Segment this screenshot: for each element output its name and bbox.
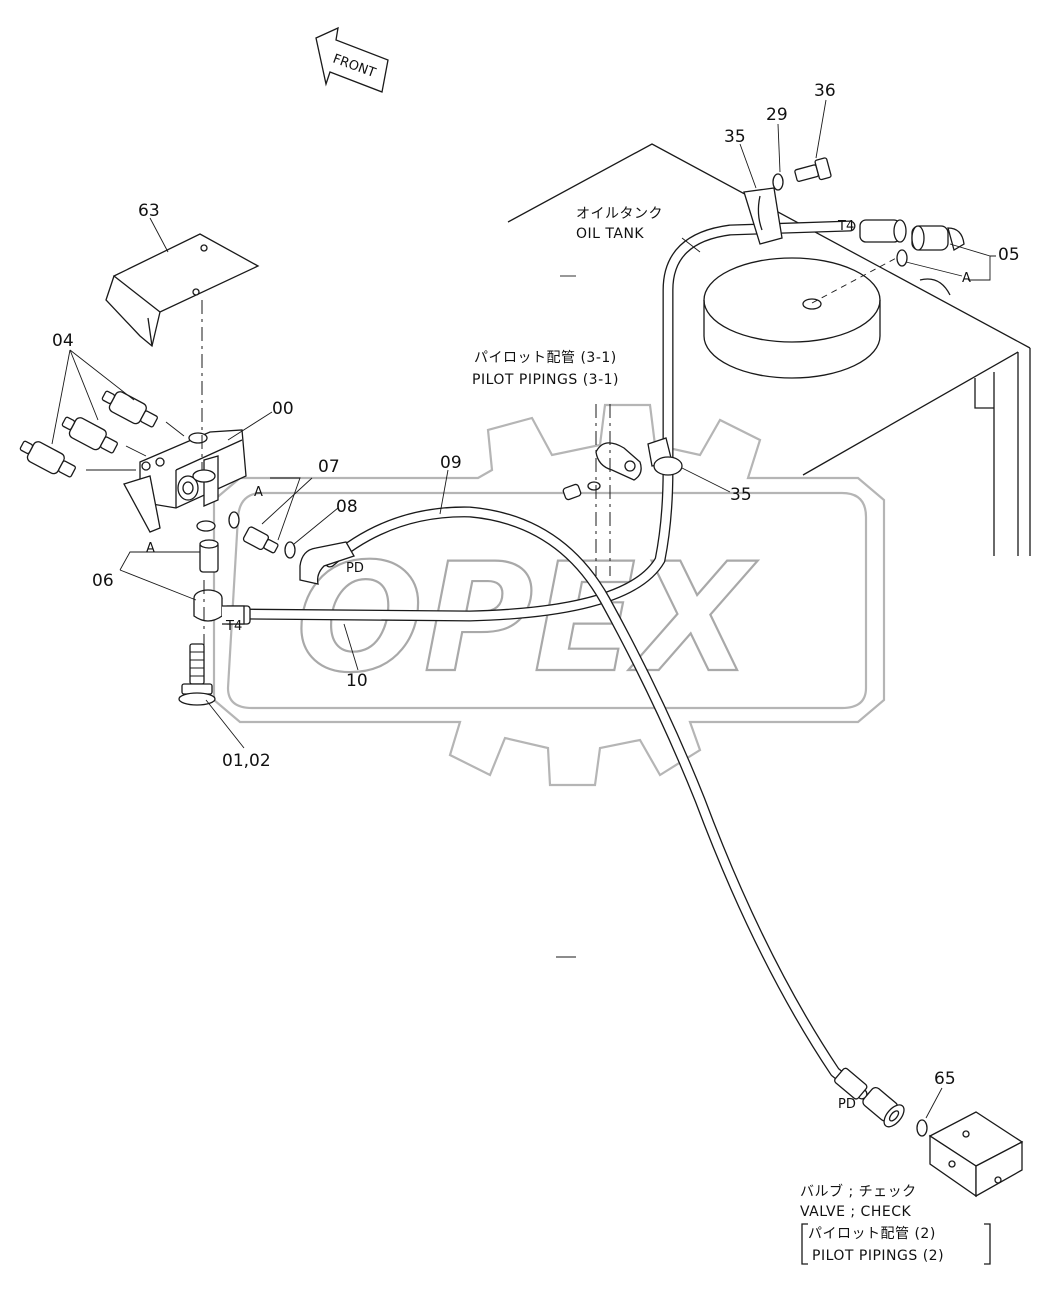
t4-adaptor	[859, 219, 907, 243]
tank-fittings	[743, 157, 965, 267]
part-label-06: 06	[92, 571, 114, 591]
part-label-08: 08	[336, 497, 358, 517]
washer-29	[772, 173, 784, 191]
o-ring-08	[284, 541, 296, 559]
part-label-09: 09	[440, 453, 462, 473]
part-label-10: 10	[346, 671, 368, 691]
port-label-a-tank: A	[962, 271, 971, 286]
part-label-00: 00	[272, 399, 294, 419]
part-label-07: 07	[318, 457, 340, 477]
watermark-gear	[212, 403, 886, 787]
oil-tank	[507, 143, 1031, 958]
bracket-63	[105, 233, 260, 470]
check-valve-sub-en: PILOT PIPINGS (2)	[812, 1248, 944, 1264]
watermark-frame	[226, 491, 868, 710]
fitting-06	[193, 520, 245, 680]
port-label-t4-upper: T4	[837, 219, 854, 234]
bracket-left	[801, 1223, 808, 1265]
bracket-right	[984, 1223, 991, 1265]
pd-lower-fitting	[862, 1086, 928, 1137]
bolt-01-02	[178, 643, 216, 706]
watermark: OPEX	[212, 403, 886, 787]
oil-tank-label-en: OIL TANK	[576, 226, 644, 242]
o-ring-65	[916, 1119, 928, 1137]
fittings-04	[19, 390, 185, 478]
o-ring-a-right	[228, 511, 240, 529]
port-label-a-valve-left: A	[146, 541, 155, 556]
part-label-01-02: 01,02	[222, 751, 271, 771]
front-arrow-label: FRONT	[331, 52, 378, 81]
pilot-piping-3-1-en: PILOT PIPINGS (3-1)	[472, 372, 619, 388]
clamp-35-top	[743, 187, 783, 245]
bolt-36	[794, 157, 832, 182]
check-valve-label-en: VALVE ; CHECK	[800, 1204, 911, 1220]
front-arrow: FRONT	[315, 26, 389, 93]
port-label-pd-lower: PD	[838, 1097, 856, 1112]
valve-assembly	[123, 429, 247, 533]
check-valve-sub-jp: パイロット配管 (2)	[808, 1226, 936, 1242]
elbow-05	[911, 225, 965, 251]
port-label-pd-upper: PD	[346, 561, 364, 576]
part-label-29: 29	[766, 105, 788, 125]
pd-sleeve-lower	[834, 1067, 868, 1100]
port-label-t4-lower: T4	[225, 619, 242, 634]
part-label-36: 36	[814, 81, 836, 101]
clamp-35-mid	[562, 404, 683, 576]
part-label-35-mid: 35	[730, 485, 752, 505]
part-label-05: 05	[998, 245, 1020, 265]
check-valve-label-jp: バルブ ; チェック	[800, 1183, 917, 1200]
leader-lines	[51, 99, 996, 1119]
pd-elbow	[299, 541, 355, 585]
check-valve-block	[928, 1111, 1024, 1198]
part-label-35-top: 35	[724, 127, 746, 147]
hose-10	[232, 220, 856, 622]
part-label-65: 65	[934, 1069, 956, 1089]
o-ring-a-tank	[896, 249, 908, 267]
port-label-a-valve-right: A	[254, 485, 263, 500]
pilot-piping-3-1-jp: パイロット配管 (3-1)	[474, 350, 617, 366]
part-label-63: 63	[138, 201, 160, 221]
fitting-07	[242, 526, 279, 554]
part-label-04: 04	[52, 331, 74, 351]
oil-tank-label-jp: オイルタンク	[576, 206, 663, 222]
